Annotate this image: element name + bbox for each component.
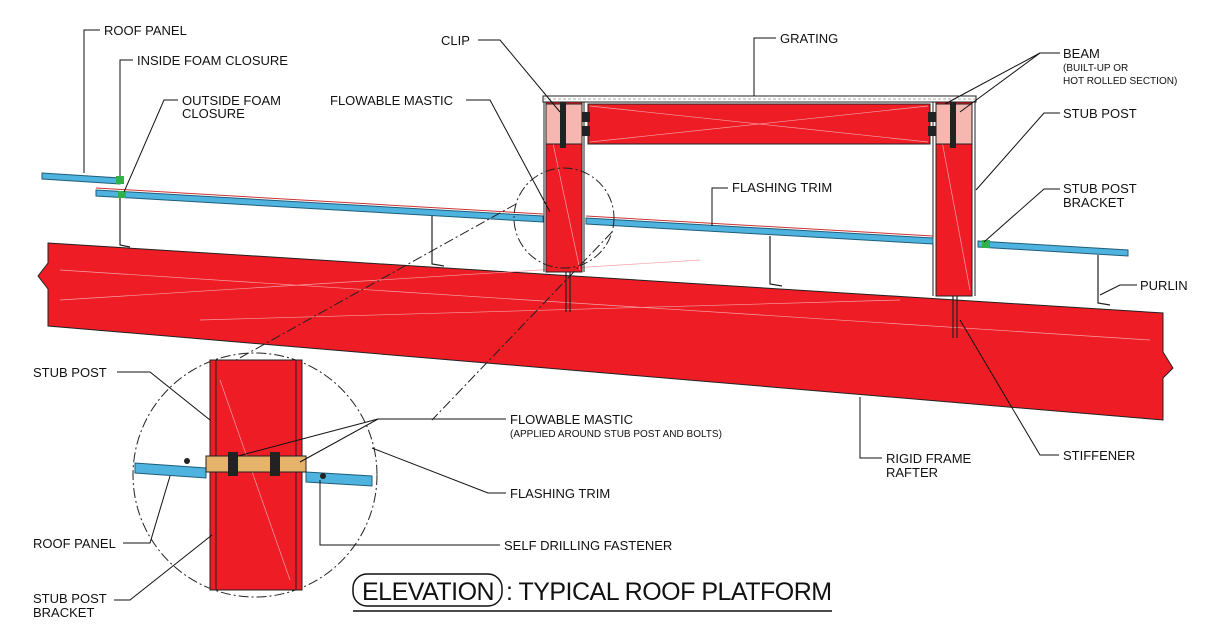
drawing-title: ELEVATION : TYPICAL ROOF PLATFORM [352,573,832,612]
label-roof-panel-top: ROOF PANEL [104,23,187,38]
label-stub-post-bracket-left-2: BRACKET [33,605,94,620]
label-stub-post-right: STUB POST [1063,106,1137,121]
label-flowable-mastic-top: FLOWABLE MASTIC [330,93,453,108]
title-rest: : TYPICAL ROOF PLATFORM [506,578,832,606]
label-flowable-mastic-detail: FLOWABLE MASTIC [510,412,633,427]
title-boxed: ELEVATION [362,578,494,606]
label-flashing-trim-detail: FLASHING TRIM [510,486,610,501]
purlins [119,198,1111,306]
label-rigid-frame-rafter-1: RIGID FRAME [886,451,972,466]
label-flowable-mastic-note: (APPLIED AROUND STUB POST AND BOLTS) [510,429,722,440]
label-purlin: PURLIN [1140,278,1188,293]
label-stub-post-bracket-right-2: BRACKET [1063,195,1124,210]
roof-panel [41,172,1129,257]
label-inside-foam-closure: INSIDE FOAM CLOSURE [137,53,288,68]
label-self-drilling-fastener: SELF DRILLING FASTENER [504,538,672,553]
label-beam-note-2: HOT ROLLED SECTION) [1063,76,1177,87]
label-beam: BEAM [1063,46,1100,61]
label-beam-note-1: (BUILT-UP OR [1063,63,1128,74]
label-rigid-frame-rafter-2: RAFTER [886,465,938,480]
label-grating: GRATING [780,31,838,46]
label-stub-post-left: STUB POST [33,365,107,380]
detail-callout-circle [513,167,615,269]
label-stub-post-bracket-left-1: STUB POST [33,591,107,606]
label-flashing-trim-top: FLASHING TRIM [732,180,832,195]
label-outside-foam-closure-1: OUTSIDE FOAM [182,93,281,108]
label-stub-post-bracket-right-1: STUB POST [1063,181,1137,196]
label-outside-foam-closure-2: CLOSURE [182,106,245,121]
beam [545,100,973,148]
label-roof-panel-detail: ROOF PANEL [33,536,116,551]
label-stiffener: STIFFENER [1063,448,1135,463]
label-clip: CLIP [441,33,470,48]
foam-closures [116,176,990,248]
grating [542,95,977,103]
rigid-frame-rafter [37,242,1174,421]
detail-enlargement [132,352,378,598]
clips [582,112,936,136]
